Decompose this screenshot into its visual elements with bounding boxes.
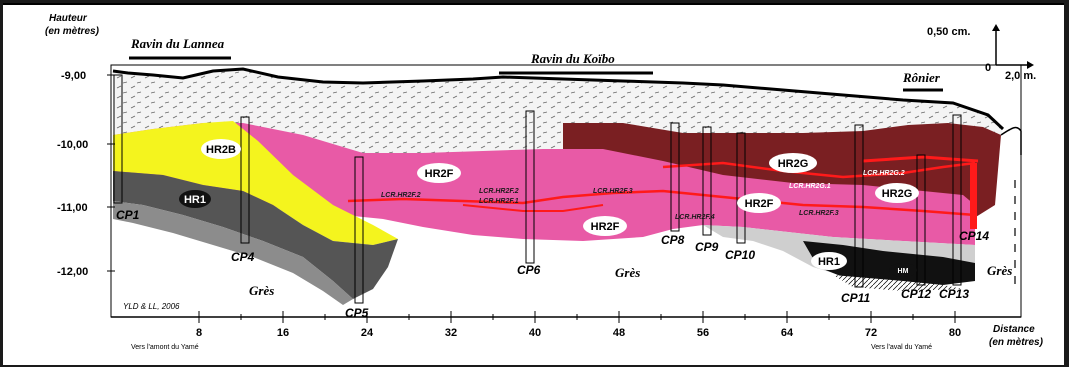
hm-layer bbox=[803, 241, 975, 285]
horizon-label: HR2G bbox=[882, 188, 913, 200]
pit-label: CP4 bbox=[231, 250, 255, 264]
horizon-label: HR2F bbox=[745, 198, 774, 210]
pit-label: CP12 bbox=[901, 287, 931, 301]
scale-vertical-label: 0,50 cm. bbox=[927, 26, 970, 38]
lcr-hr2g2-line bbox=[862, 155, 979, 163]
cross-section-diagram: Hauteur (en mètres) -9,00 -10,00 -11,00 … bbox=[45, 13, 1044, 351]
scale-right-arrow-icon bbox=[1027, 61, 1034, 69]
horizon-label: HR2F bbox=[591, 221, 620, 233]
pit-label: CP14 bbox=[959, 229, 989, 243]
x-tick-label: 48 bbox=[613, 327, 625, 339]
horizon-markers: HR2B HR1 HR2F HR2F HR2F HR2G HR2G HR1 HM bbox=[179, 139, 919, 277]
x-ticks bbox=[198, 311, 956, 323]
pit-outlines bbox=[113, 74, 962, 304]
y-title-1: Hauteur bbox=[49, 13, 88, 24]
horizon-label: HM bbox=[898, 268, 909, 275]
x-note-left: Vers l'amont du Yamé bbox=[131, 344, 199, 351]
pit-label: CP8 bbox=[661, 233, 685, 247]
x-tick-label: 24 bbox=[361, 327, 374, 339]
hr2b-layer bbox=[113, 121, 398, 245]
cp14-red-bar bbox=[970, 163, 977, 229]
lcr-label: LCR.HR2F.4 bbox=[675, 214, 715, 221]
horizon-label: HR1 bbox=[184, 194, 206, 206]
horizon-label: HR2B bbox=[206, 144, 236, 156]
ravin-lannea-label: Ravin du Lannea bbox=[130, 36, 225, 51]
x-title-1: Distance bbox=[993, 324, 1035, 335]
x-tick-label: 64 bbox=[781, 327, 794, 339]
x-tick-label: 80 bbox=[949, 327, 961, 339]
pit-label: CP6 bbox=[517, 263, 541, 277]
horizon-label: HR2G bbox=[778, 158, 809, 170]
x-tick-label: 8 bbox=[196, 327, 202, 339]
y-tick-label: -9,00 bbox=[61, 70, 86, 82]
credit-label: YLD & LL, 2006 bbox=[123, 302, 180, 311]
lcr-label: LCR.HR2F.2 bbox=[479, 188, 519, 195]
gres-label: Grès bbox=[987, 263, 1012, 278]
pit-label: CP5 bbox=[345, 306, 369, 320]
lcr-label: LCR.HR2F.3 bbox=[593, 188, 633, 195]
horizon-label: HR2F bbox=[425, 168, 454, 180]
pit-label: CP9 bbox=[695, 240, 719, 254]
lcr-label: LCR.HR2G.2 bbox=[863, 170, 905, 177]
hatched-base bbox=[833, 275, 963, 291]
horizon-label: HR1 bbox=[818, 256, 840, 268]
right-edge-curve bbox=[1000, 126, 1022, 155]
x-tick-label: 32 bbox=[445, 327, 457, 339]
pit-label: CP1 bbox=[116, 208, 140, 222]
scale-zero-label: 0 bbox=[985, 62, 991, 74]
gres-label: Grès bbox=[249, 283, 274, 298]
scale-horizontal-label: 2,0 m. bbox=[1005, 70, 1036, 82]
y-tick-label: -12,00 bbox=[57, 266, 88, 278]
y-tick-label: -10,00 bbox=[57, 139, 88, 151]
pit-label: CP13 bbox=[939, 287, 969, 301]
x-tick-label: 16 bbox=[277, 327, 289, 339]
x-note-right: Vers l'aval du Yamé bbox=[871, 344, 932, 351]
ground-surface bbox=[112, 67, 1005, 131]
pit-label: CP11 bbox=[841, 291, 870, 305]
x-tick-label: 72 bbox=[865, 327, 877, 339]
lcr-hr2g-line bbox=[662, 161, 976, 179]
gres-label: Grès bbox=[615, 265, 640, 280]
lcr-label: LCR.HR2F.3 bbox=[799, 210, 839, 217]
hr2f-layer bbox=[113, 123, 975, 245]
scale-up-arrow-icon bbox=[992, 24, 1000, 31]
x-tick-label: 56 bbox=[697, 327, 709, 339]
figure-panel: Hauteur (en mètres) -9,00 -10,00 -11,00 … bbox=[3, 3, 1064, 365]
x-title-2: (en mètres) bbox=[989, 337, 1044, 348]
lcr-label: LCR.HR2G.1 bbox=[789, 183, 831, 190]
x-tick-label: 40 bbox=[529, 327, 541, 339]
lcr-label: LCR.HR2F.1 bbox=[479, 198, 519, 205]
lcr-label: LCR.HR2F.2 bbox=[381, 192, 421, 199]
ravin-koibo-label: Ravin du Koïbo bbox=[530, 51, 615, 66]
pit-label: CP10 bbox=[725, 248, 755, 262]
y-title-2: (en mètres) bbox=[45, 26, 100, 37]
y-tick-label: -11,00 bbox=[57, 202, 88, 214]
lcr-hr2f1-line bbox=[462, 204, 604, 212]
gray-mid-left bbox=[113, 201, 353, 305]
ronier-label: Rônier bbox=[902, 70, 941, 85]
